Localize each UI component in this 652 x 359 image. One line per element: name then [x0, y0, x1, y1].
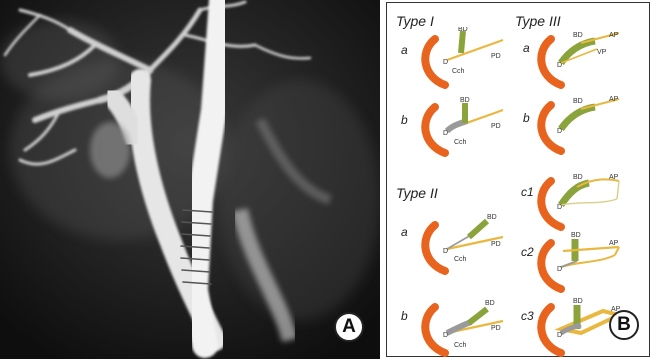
cholangiogram-image: A	[0, 0, 380, 359]
type-ii-a-diagram: D BD PD Cch	[421, 213, 511, 275]
bd-label: BD	[485, 300, 495, 307]
classification-diagram: Type I a D BD PD Cch b D BD PD Cch Type …	[386, 2, 650, 357]
ap-label: AP	[609, 96, 619, 103]
cch-label: Cch	[454, 342, 467, 349]
type-ii-b-label: b	[401, 309, 408, 323]
type-ii-title: Type II	[396, 185, 438, 201]
bd-label: BD	[460, 97, 470, 104]
duodenum-label: D	[443, 130, 448, 137]
ap-label: AP	[609, 174, 619, 181]
panel-a-badge: A	[334, 312, 364, 342]
type-ii-b-diagram: D BD PD Cch	[421, 295, 511, 357]
duodenum-label: D	[443, 59, 448, 66]
type-i-a-label: a	[401, 43, 408, 57]
cch-label: Cch	[454, 256, 467, 263]
ap-label: AP	[609, 240, 619, 247]
type-iii-a-diagram: D BD AP VP	[537, 27, 627, 89]
vp-label: VP	[597, 49, 607, 56]
bd-label: BD	[487, 214, 497, 221]
pd-label: PD	[491, 123, 501, 130]
type-iii-c1-diagram: D BD AP	[537, 169, 627, 231]
pd-label: PD	[491, 53, 501, 60]
type-iii-b-diagram: D BD AP	[537, 93, 627, 155]
type-iii-b-label: b	[523, 111, 530, 125]
type-ii-a-label: a	[401, 225, 408, 239]
type-i-b-label: b	[401, 113, 408, 127]
duodenum-label: D	[557, 128, 562, 135]
bd-label: BD	[458, 27, 468, 33]
bd-label: BD	[573, 32, 583, 39]
pd-label: PD	[491, 241, 501, 248]
duodenum-label: D	[557, 266, 562, 273]
cch-label: Cch	[454, 139, 467, 146]
bd-label: BD	[573, 174, 583, 181]
type-iii-c1-label: c1	[521, 185, 534, 199]
xray-illustration	[0, 0, 380, 359]
type-iii-a-label: a	[523, 41, 530, 55]
duodenum-label: D	[557, 332, 562, 339]
bd-label: BD	[573, 298, 583, 305]
duodenum-label: D	[443, 332, 448, 339]
pd-label: PD	[491, 325, 501, 332]
bd-label: BD	[573, 98, 583, 105]
type-iii-c2-label: c2	[521, 245, 534, 259]
type-iii-c3-label: c3	[521, 309, 534, 323]
panel-b-badge: B	[609, 310, 639, 340]
type-i-b-diagram: D BD PD Cch	[421, 95, 511, 157]
type-iii-c2-diagram: D BD AP	[537, 231, 627, 293]
duodenum-label: D	[443, 248, 448, 255]
bd-label: BD	[571, 232, 581, 239]
duodenum-label: D	[557, 204, 562, 211]
type-i-a-diagram: D BD PD Cch	[421, 27, 511, 89]
ap-label: AP	[609, 32, 619, 39]
cch-label: Cch	[452, 68, 465, 75]
duodenum-label: D	[557, 62, 562, 69]
